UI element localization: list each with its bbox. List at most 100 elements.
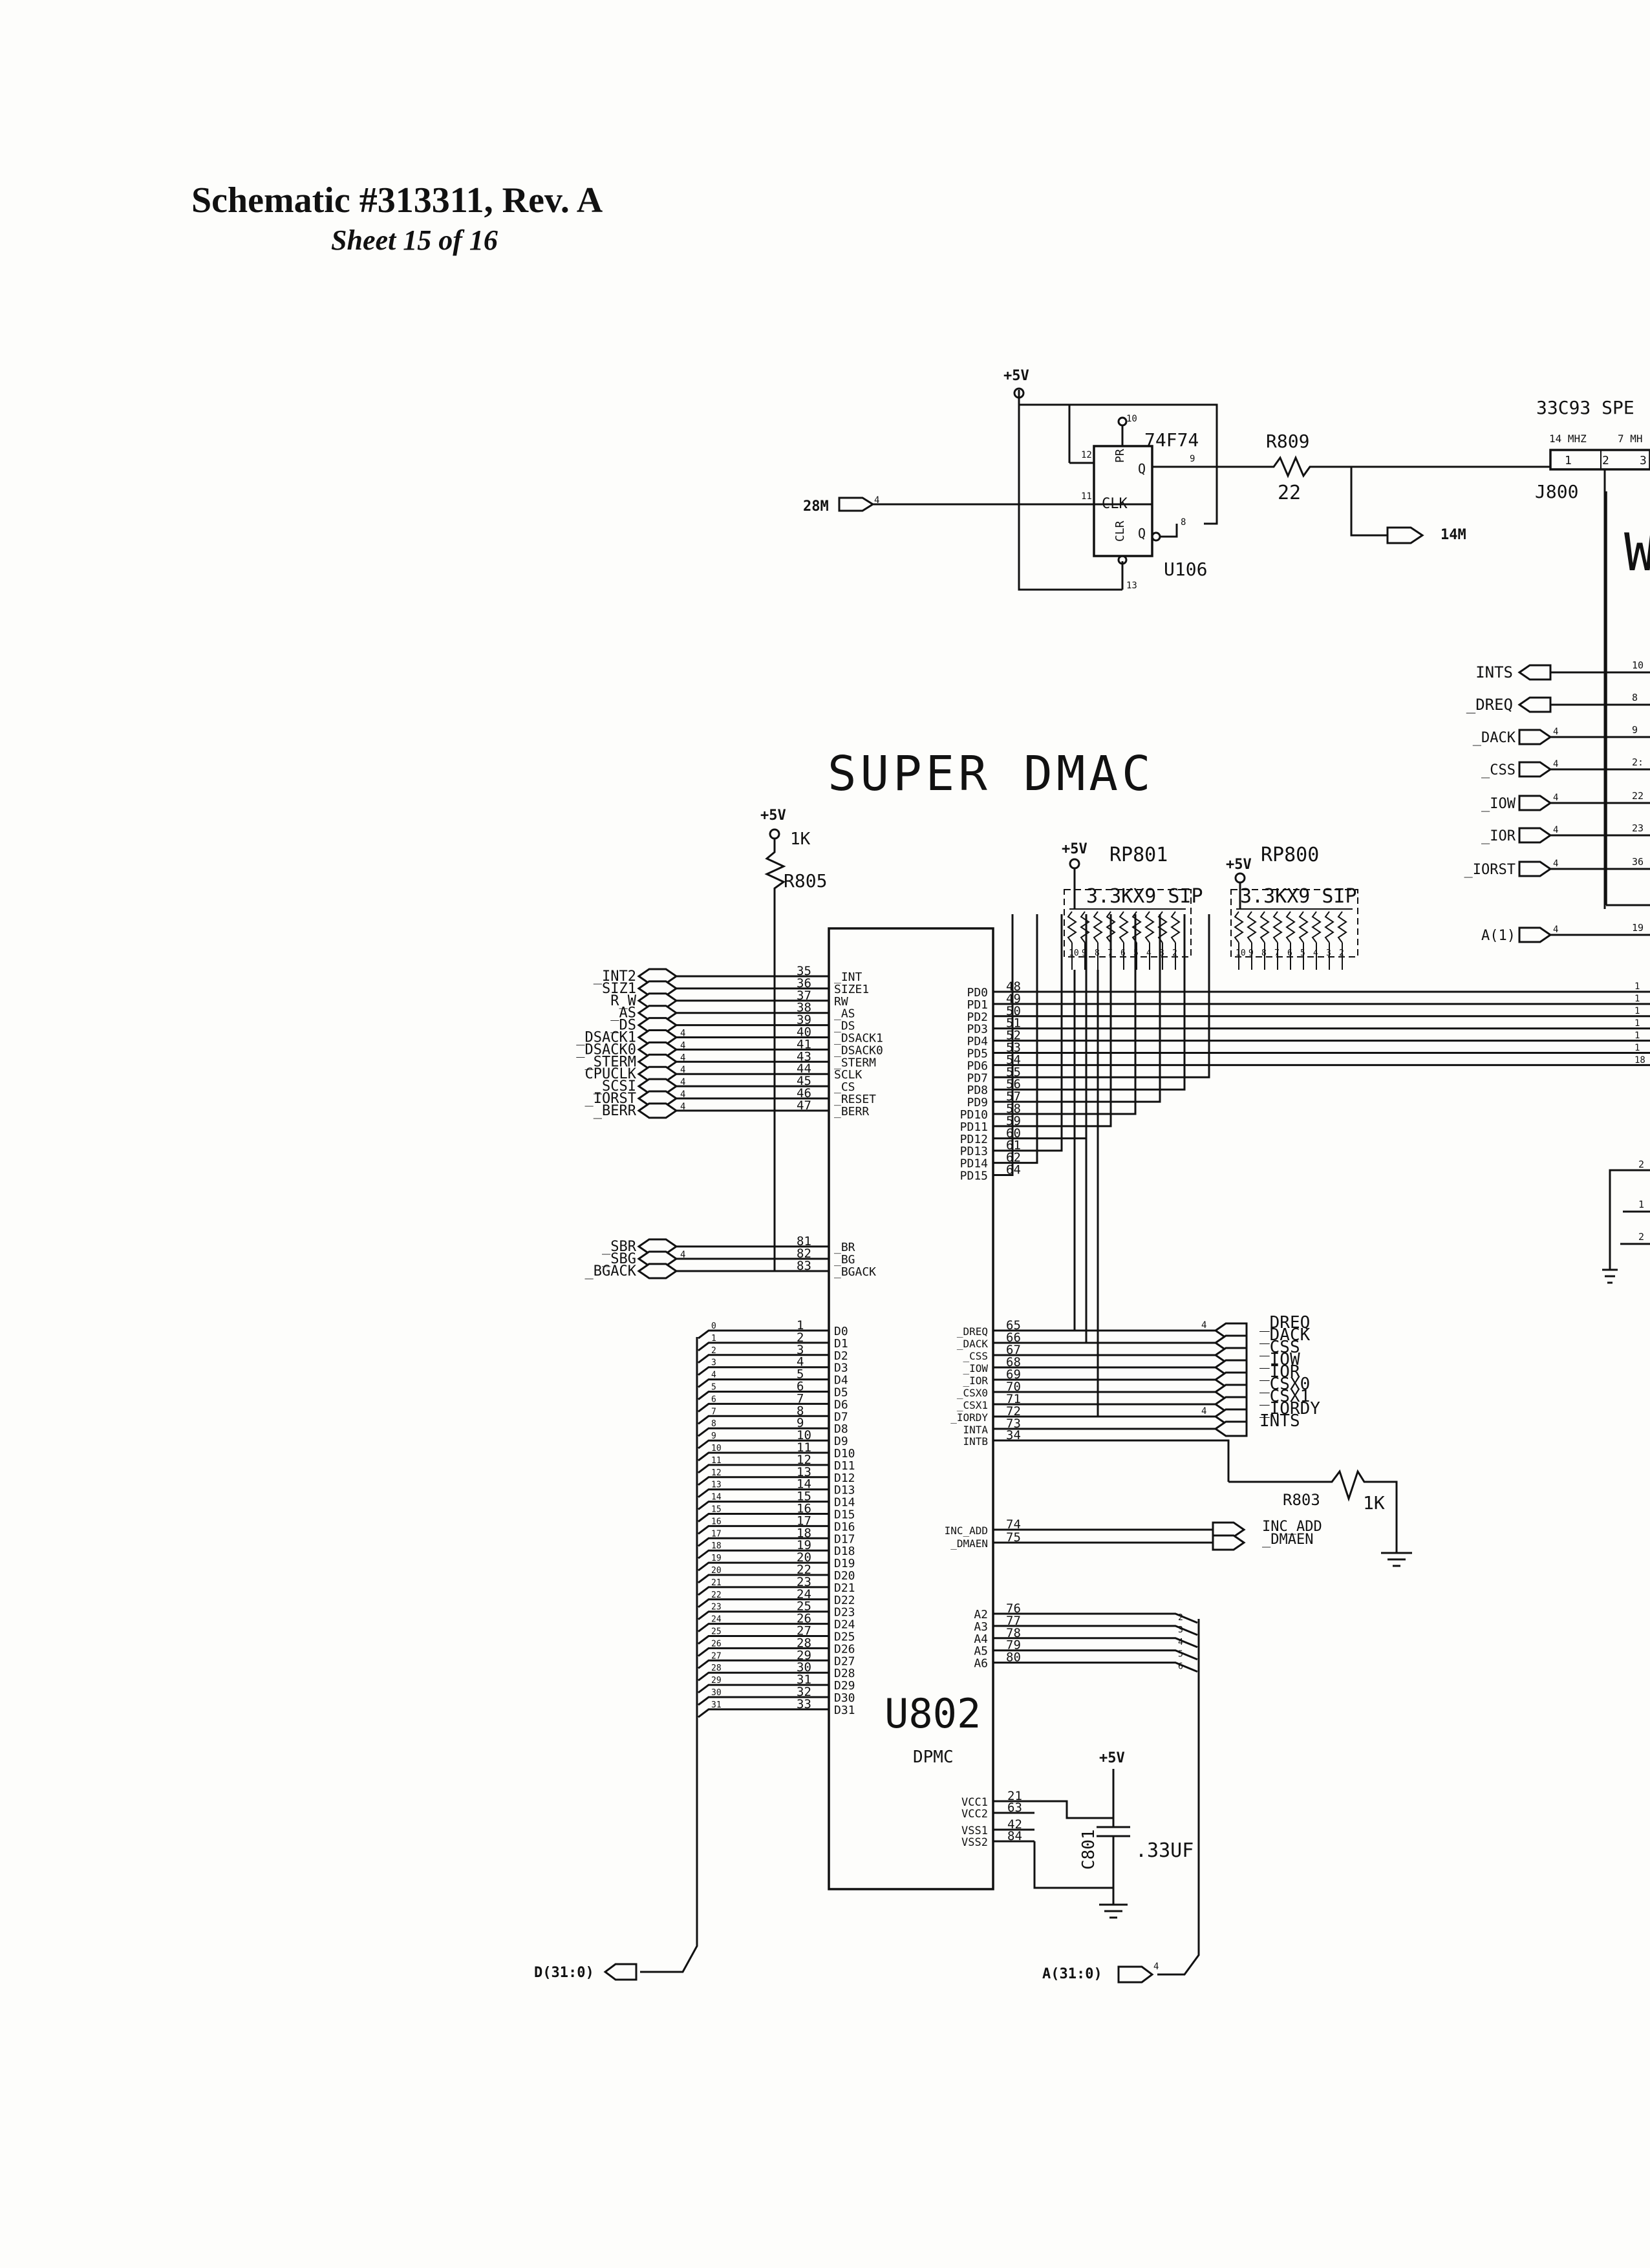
data-wire — [698, 1366, 829, 1376]
rp-resistor — [1285, 911, 1296, 943]
jumper-opt2: 7 MH — [1618, 433, 1643, 445]
pin-function: _INT — [834, 970, 862, 984]
data-wire — [698, 1671, 829, 1682]
data-wire — [698, 1439, 829, 1450]
data-bit: 27 — [711, 1651, 722, 1661]
ff-pin-number: 12 — [1081, 450, 1092, 460]
net-label: SIZ1 — [602, 981, 636, 997]
pd-wire — [993, 914, 1161, 1103]
rp-pin-number: 9 — [1082, 948, 1087, 958]
ff-pin-q: Q — [1138, 461, 1146, 476]
scsi-port-label: _DREQ — [1466, 696, 1513, 714]
rp-pin-10: 10 — [1234, 911, 1246, 970]
pin-function: D8 — [834, 1422, 848, 1436]
pin-function: PD12 — [960, 1133, 988, 1146]
pin-function: VSS2 — [961, 1836, 988, 1849]
scsi-pin-number: 19 — [1632, 922, 1644, 934]
pin-number: 16 — [797, 1502, 811, 1516]
data-bus-label: D(31:0) — [534, 1965, 594, 1981]
rp-resistor — [1093, 911, 1103, 943]
rp-outline — [1230, 889, 1358, 957]
pin-function: PD9 — [967, 1096, 988, 1109]
rp800-supply: +5V — [1226, 857, 1252, 873]
scsi-pin-number: 2: — [1632, 756, 1644, 768]
rp-resistor — [1259, 911, 1270, 943]
pin-number: 36 — [797, 976, 811, 990]
rp-pin-8: 8 — [1259, 911, 1270, 970]
pin-function: A2 — [974, 1608, 988, 1621]
data-bit: 23 — [711, 1603, 722, 1612]
addr-bit: 3 — [1178, 1625, 1183, 1635]
rp-pin-number: 3 — [1326, 948, 1331, 958]
rp800-value: 3.3KX9 SIP — [1240, 885, 1357, 908]
net-label: _DACK — [1259, 1325, 1311, 1345]
pin-number: 38 — [797, 1001, 811, 1015]
pin-number: 75 — [1006, 1530, 1021, 1545]
addr-bit: 6 — [1178, 1662, 1183, 1672]
pin-number: 17 — [797, 1514, 811, 1528]
rp-resistor — [1067, 911, 1077, 943]
port-mark: 4 — [1553, 727, 1558, 737]
scsi-port-arrow — [1518, 926, 1552, 943]
c801-ref: C801 — [1079, 1829, 1098, 1870]
data-bit: 1 — [711, 1334, 716, 1343]
data-wire — [698, 1696, 829, 1706]
data-bit: 7 — [711, 1407, 716, 1417]
pin-function: D6 — [834, 1398, 848, 1411]
rp-pin-number: 4 — [1313, 948, 1318, 958]
pin-number: 6 — [797, 1380, 804, 1394]
pin-function: _BG — [834, 1253, 855, 1267]
data-wire — [698, 1342, 829, 1352]
port-mark: 4 — [1553, 825, 1558, 835]
pin-function: D25 — [834, 1631, 855, 1644]
data-bit: 24 — [711, 1615, 722, 1625]
data-bit: 11 — [711, 1456, 722, 1466]
data-bit: 22 — [711, 1590, 722, 1600]
pin-function: D26 — [834, 1642, 855, 1656]
scsi-port-label: A(1) — [1481, 928, 1516, 944]
pin-function: _DMAEN — [950, 1537, 988, 1550]
data-wire — [698, 1415, 829, 1425]
data-bit: 29 — [711, 1676, 722, 1685]
data-wire — [698, 1451, 829, 1462]
net-label: _SBG — [602, 1251, 636, 1267]
pin-function: INTA — [963, 1424, 988, 1436]
pin-function: PD2 — [967, 1011, 988, 1024]
address-bus: A(31:0) 4 — [1042, 1619, 1200, 1984]
pin-number: 45 — [797, 1074, 811, 1088]
pin-function: INTB — [963, 1435, 988, 1448]
addr-bit: 5 — [1178, 1650, 1183, 1660]
rp-resistor — [1272, 911, 1283, 943]
port-mark: 4 — [680, 1029, 685, 1039]
data-wire — [698, 1391, 829, 1400]
r805-value: 1K — [790, 829, 811, 849]
